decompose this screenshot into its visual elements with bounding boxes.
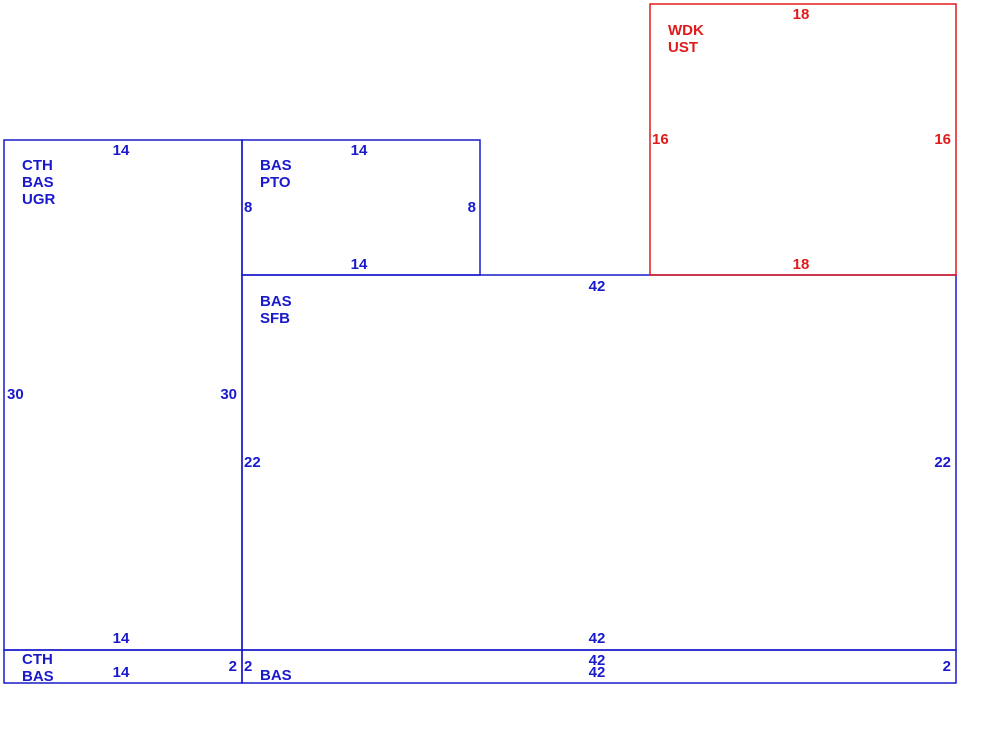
dimension-right: 2: [229, 658, 237, 675]
area-label: BAS: [260, 157, 292, 174]
dimension-right: 2: [943, 658, 951, 675]
area-label: WDK: [668, 22, 704, 39]
area-label: SFB: [260, 310, 290, 327]
dimension-top: 42: [589, 652, 606, 669]
dimension-top: 14: [113, 142, 130, 159]
area-outline: [241, 274, 957, 651]
dimension-left: 8: [244, 199, 252, 216]
area-bas-pto[interactable]: BAS PTO 14 14 8 8: [241, 139, 481, 276]
dimension-bottom: 42: [589, 630, 606, 647]
area-label: BAS: [22, 668, 54, 685]
dimension-left: 30: [7, 386, 24, 403]
dimension-left: 2: [244, 658, 252, 675]
area-bas-sfb[interactable]: BAS SFB 42 42 22 22: [241, 274, 957, 651]
area-label: CTH: [22, 157, 53, 174]
area-bas[interactable]: BAS 42 42 2 2: [241, 649, 957, 684]
dimension-top: 42: [589, 278, 606, 295]
area-wdk-ust[interactable]: WDK UST 18 18 16 16: [649, 3, 957, 276]
area-label: BAS: [22, 174, 54, 191]
dimension-right: 8: [468, 199, 476, 216]
dimension-bottom: 18: [793, 256, 810, 273]
area-label: UST: [668, 39, 698, 56]
area-cth-bas[interactable]: CTH BAS 14 2: [3, 649, 243, 685]
dimension-right: 30: [220, 386, 237, 403]
dimension-top: 14: [351, 142, 368, 159]
dimension-right: 22: [934, 454, 951, 471]
area-label: CTH: [22, 651, 53, 668]
dimension-bottom: 14: [113, 630, 130, 647]
area-outline: [241, 649, 957, 684]
area-label: BAS: [260, 667, 292, 684]
area-outline: [649, 3, 957, 276]
dimension-right: 16: [934, 131, 951, 148]
dimension-bottom: 14: [113, 664, 130, 681]
dimension-top: 18: [793, 6, 810, 23]
area-cth-bas-ugr[interactable]: CTH BAS UGR 14 14 30 30: [3, 139, 243, 651]
area-label: BAS: [260, 293, 292, 310]
area-label: UGR: [22, 191, 56, 208]
dimension-left: 22: [244, 454, 261, 471]
dimension-bottom: 14: [351, 256, 368, 273]
dimension-left: 16: [652, 131, 669, 148]
area-label: PTO: [260, 174, 291, 191]
area-outline: [3, 139, 243, 651]
dimension-bottom: 42: [589, 664, 606, 681]
